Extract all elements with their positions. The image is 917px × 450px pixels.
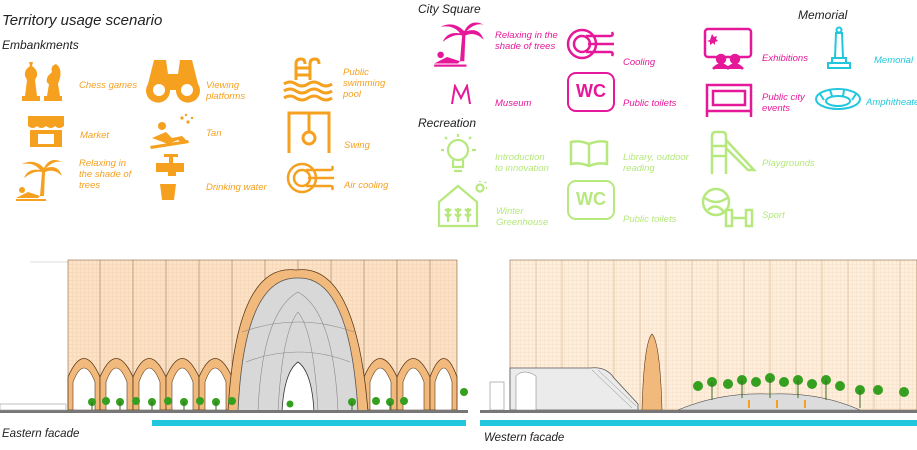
wc-icon: WC: [567, 180, 615, 220]
label-cooling: Cooling: [623, 57, 656, 68]
swing-icon: [286, 110, 332, 154]
label-public-swimming-pool: Public swimming pool: [343, 67, 386, 100]
palm-shade-icon: [432, 18, 488, 68]
label-viewing-platforms: Viewing platforms: [206, 80, 246, 102]
market-stall-icon: [26, 114, 66, 148]
label-sport: Sport: [762, 210, 785, 221]
greenhouse-icon: [436, 180, 488, 228]
label-market: Market: [80, 130, 110, 141]
section-embankments-title: Embankments: [2, 38, 79, 52]
page-title: Territory usage scenario: [2, 12, 163, 29]
label-public-toilets-recreation: Public toilets: [623, 214, 677, 225]
label-relaxing-shade-city: Relaxing in the shade of trees: [495, 30, 558, 52]
cooling-icon: [566, 24, 616, 64]
lightbulb-icon: [440, 132, 480, 176]
pool-ladder-icon: [282, 56, 334, 102]
label-swing: Swing: [344, 140, 370, 151]
exhibition-icon: [702, 26, 754, 70]
label-introduction-innovation: Introduction to innovation: [495, 152, 549, 174]
label-relaxing-shade-embankments: Relaxing in the shade of trees: [79, 158, 132, 191]
caption-western-facade: Western facade: [484, 432, 565, 444]
label-public-city-events: Public city events: [762, 92, 805, 114]
chess-icon: [20, 58, 66, 102]
label-playgrounds: Playgrounds: [762, 158, 815, 169]
museum-icon: [450, 84, 472, 106]
label-exhibitions: Exhibitions: [762, 53, 808, 64]
drinking-tap-icon: [150, 152, 190, 202]
label-memorial: Memorial: [874, 55, 914, 66]
section-recreation-title: Recreation: [418, 116, 477, 130]
air-cooling-icon: [286, 158, 336, 198]
sport-icon: [700, 186, 758, 230]
label-air-cooling: Air cooling: [344, 180, 389, 191]
label-public-toilets-city: Public toilets: [623, 98, 677, 109]
slide-icon: [704, 130, 758, 176]
label-tan: Tan: [206, 128, 222, 139]
amphitheater-icon: [814, 86, 862, 112]
western-facade-elevation: [480, 252, 917, 432]
label-library-outdoor-reading: Library, outdoor reading: [623, 152, 689, 174]
label-chess-games: Chess games: [79, 80, 138, 91]
sunbather-icon: [148, 112, 198, 152]
binoculars-icon: [146, 56, 200, 104]
label-drinking-water: Drinking water: [206, 182, 267, 193]
caption-eastern-facade: Eastern facade: [2, 428, 80, 440]
label-winter-greenhouse: Winter Greenhouse: [496, 206, 549, 228]
section-city-square-title: City Square: [418, 2, 481, 16]
label-museum: Museum: [495, 98, 532, 109]
monument-icon: [826, 26, 852, 70]
book-icon: [568, 138, 610, 168]
wc-icon: WC: [567, 72, 615, 112]
palm-shade-icon: [14, 156, 66, 202]
eastern-facade-elevation: [0, 252, 468, 432]
stage-icon: [704, 82, 754, 118]
label-amphitheater: Amphitheater: [866, 97, 917, 108]
section-memorial-title: Memorial: [798, 8, 848, 22]
